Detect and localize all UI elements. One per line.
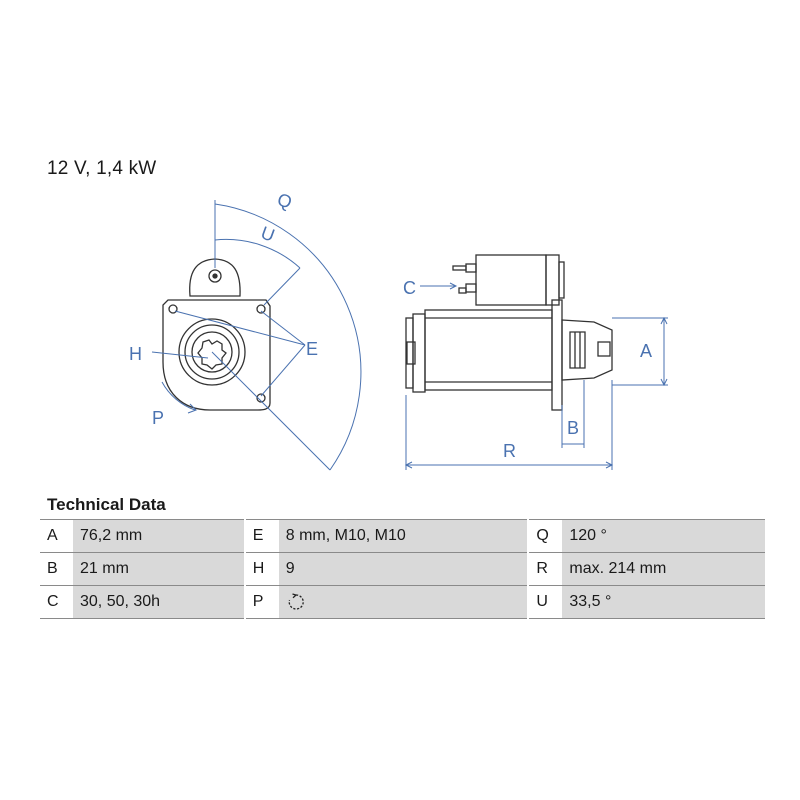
label-A: A (640, 341, 652, 361)
row3-col2-key: P (244, 585, 279, 619)
row3-col3-value: 33,5 ° (562, 585, 765, 619)
row1-col3-key: Q (528, 519, 563, 553)
row2-col2-value: 9 (278, 552, 530, 586)
front-view-dimension-lines (151, 200, 362, 471)
label-R: R (503, 441, 516, 461)
table-row: A 76,2 mm E 8 mm, M10, M10 Q 120 ° (40, 519, 765, 553)
row3-col3-key: U (528, 585, 563, 619)
row1-col2-value: 8 mm, M10, M10 (278, 519, 530, 553)
table-row: B 21 mm H 9 R max. 214 mm (40, 552, 765, 586)
row2-col1-key: B (40, 552, 73, 586)
row3-col1-key: C (40, 585, 73, 619)
row2-col1-value: 21 mm (73, 552, 246, 586)
row3-col2-value (278, 585, 530, 619)
technical-data-table: A 76,2 mm E 8 mm, M10, M10 Q 120 ° B 21 … (40, 519, 765, 619)
row2-col3-value: max. 214 mm (562, 552, 765, 586)
row1-col1-value: 76,2 mm (73, 519, 246, 553)
front-view-drawing (162, 258, 271, 411)
technical-data-title: Technical Data (47, 495, 166, 514)
diagram-labels: Q U H E P C A B R (129, 189, 652, 461)
row2-col2-key: H (244, 552, 279, 586)
side-view-dimension-lines (404, 282, 668, 470)
row1-col1-key: A (40, 519, 73, 553)
row1-col2-key: E (244, 519, 279, 553)
label-C: C (403, 278, 416, 298)
table-row: C 30, 50, 30h P U 33,5 ° (40, 585, 765, 619)
headline-voltage-power: 12 V, 1,4 kW (47, 158, 157, 179)
side-view-drawing (405, 254, 613, 411)
row1-col3-value: 120 ° (562, 519, 765, 553)
label-U: U (258, 222, 277, 245)
row2-col3-key: R (528, 552, 563, 586)
label-E: E (306, 339, 318, 359)
clockwise-rotation-icon (288, 593, 304, 610)
label-P: P (152, 408, 164, 428)
row3-col1-value: 30, 50, 30h (73, 585, 246, 619)
label-Q: Q (275, 189, 295, 213)
label-B: B (567, 418, 579, 438)
label-H: H (129, 344, 142, 364)
